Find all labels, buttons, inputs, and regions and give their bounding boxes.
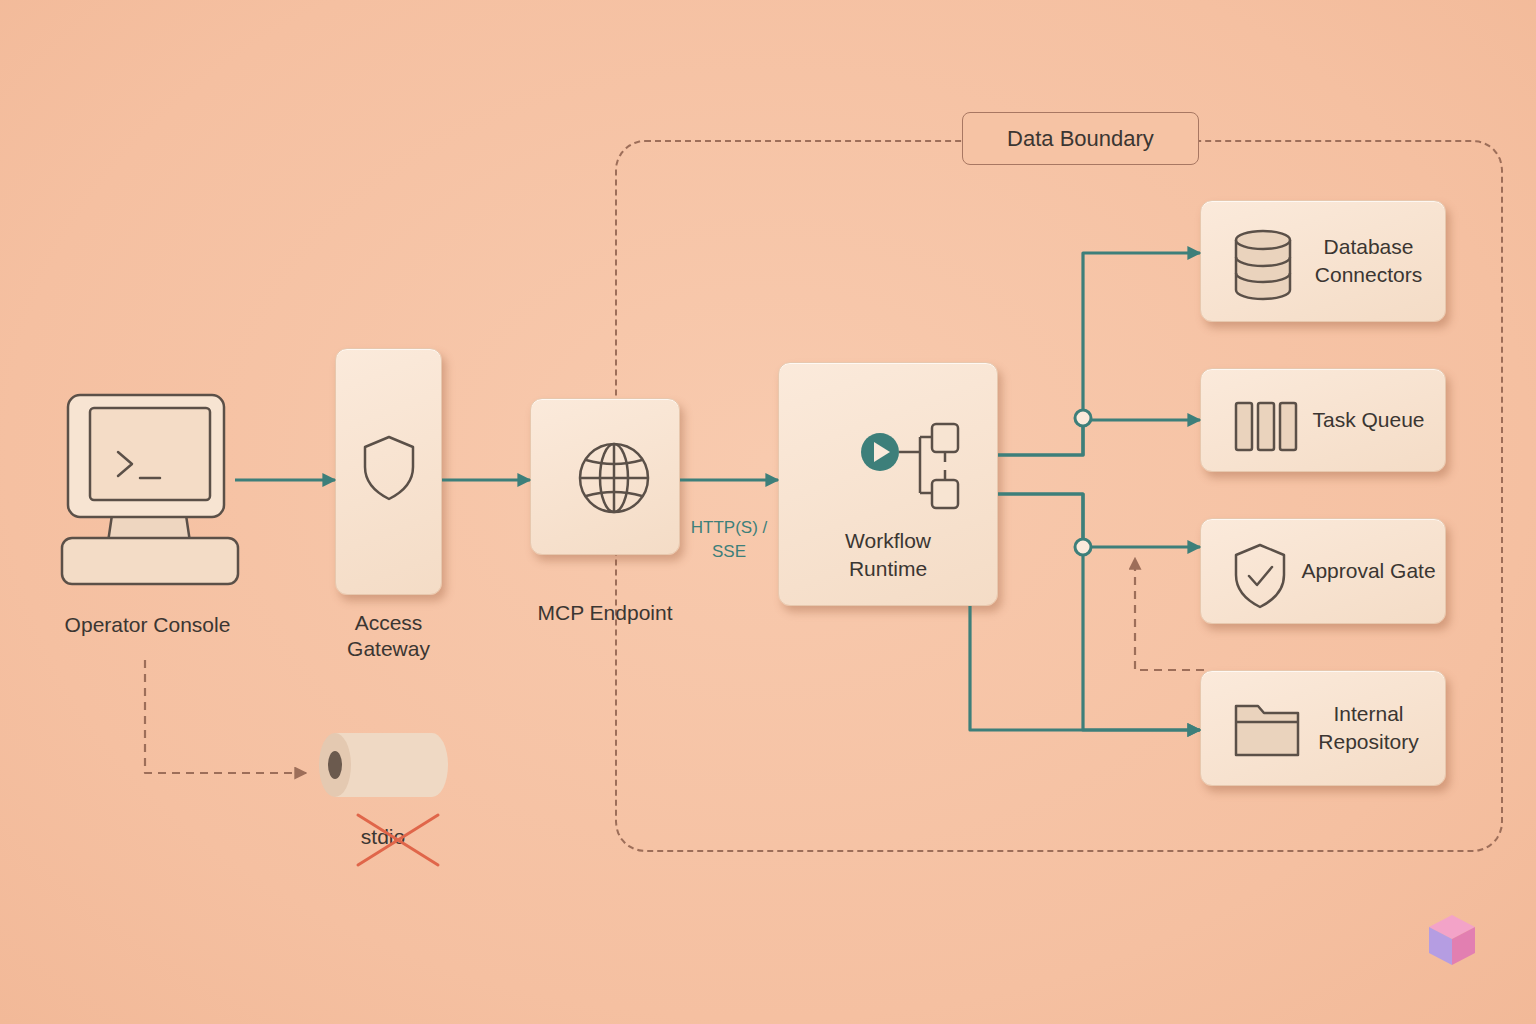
connector [235,478,335,481]
node-label: MCP Endpoint [537,600,672,626]
watermark-cube [1429,915,1475,965]
connector [998,253,1200,455]
node-label: Workflow Runtime [828,527,948,583]
strike-cross [358,815,438,865]
connector [680,478,778,481]
boundary-region: Data BoundaryWorkflow Runtime Database Co… [615,112,1503,852]
node-label: Approval Gate [1301,557,1435,585]
connector [998,494,1200,730]
node-label: Database Connectors [1296,233,1441,289]
node-label: Internal Repository [1296,700,1441,756]
node-label: Task Queue [1312,406,1424,434]
label-holder: Database Connectors [1296,201,1441,321]
connector [970,606,1200,730]
label-holder: Workflow Runtime [779,527,997,583]
service-box: Approval Gate [1200,518,1446,624]
service-box: Internal Repository [1200,670,1446,786]
node-label: Operator Console [65,612,231,638]
endpoint-box: MCP Endpoint [530,398,680,555]
node-label: Access Gateway [314,610,464,662]
console-node: Operator Console [60,395,235,592]
runtime-box: Workflow Runtime [778,362,998,606]
edge-label: HTTP(S) / SSE [684,516,774,564]
junction-dot [1075,410,1091,426]
connector [998,494,1200,547]
dashed-connector [145,660,306,773]
junction-dot [1075,539,1091,555]
label-holder: Internal Repository [1296,671,1441,785]
monitor-icon [62,395,238,584]
connector [998,420,1200,455]
node-label: stdio [361,824,405,850]
dashed-connector [1135,558,1204,670]
stdio-node: stdio [318,728,448,805]
label-holder: Approval Gate [1296,519,1441,623]
node-label: Data Boundary [962,112,1199,165]
gateway-box: Access Gateway [335,348,442,595]
connector [442,478,530,481]
pipe-cylinder [319,733,448,797]
label-holder: Task Queue [1296,369,1441,471]
service-box: Task Queue [1200,368,1446,472]
service-box: Database Connectors [1200,200,1446,322]
